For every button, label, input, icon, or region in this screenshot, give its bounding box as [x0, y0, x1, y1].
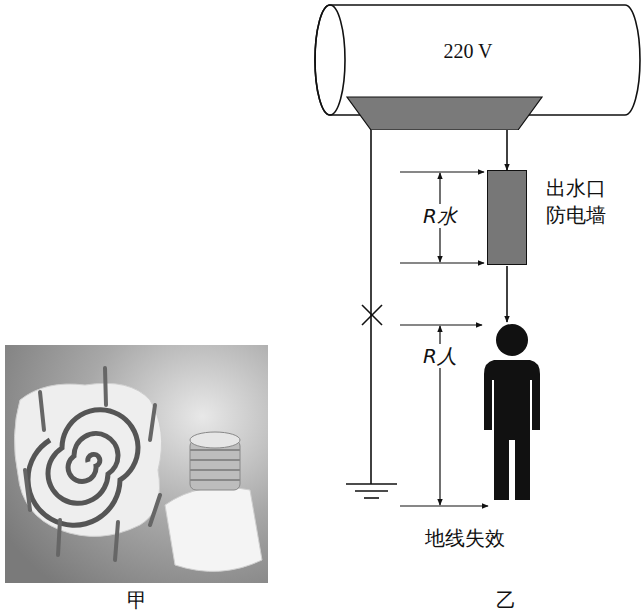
- dimension-label: R水: [421, 204, 459, 228]
- wiring: [346, 128, 507, 498]
- dimension-label: R人: [421, 344, 459, 368]
- figure-label: 甲: [127, 588, 147, 612]
- tank-outline: [313, 2, 641, 130]
- current-arrow: [506, 130, 508, 170]
- figure-label: 乙: [496, 588, 516, 612]
- water-heater-tank: 220 V: [313, 2, 641, 130]
- person-figure: [484, 324, 540, 500]
- caption-note: 地线失效: [425, 526, 505, 550]
- dimension-lines: [400, 172, 488, 506]
- anti-shock-wall: 出水口 防电墙: [487, 170, 527, 265]
- photo: [5, 345, 268, 583]
- voltage-label: 220 V: [393, 40, 543, 63]
- part-label: 出水口 防电墙: [546, 175, 626, 229]
